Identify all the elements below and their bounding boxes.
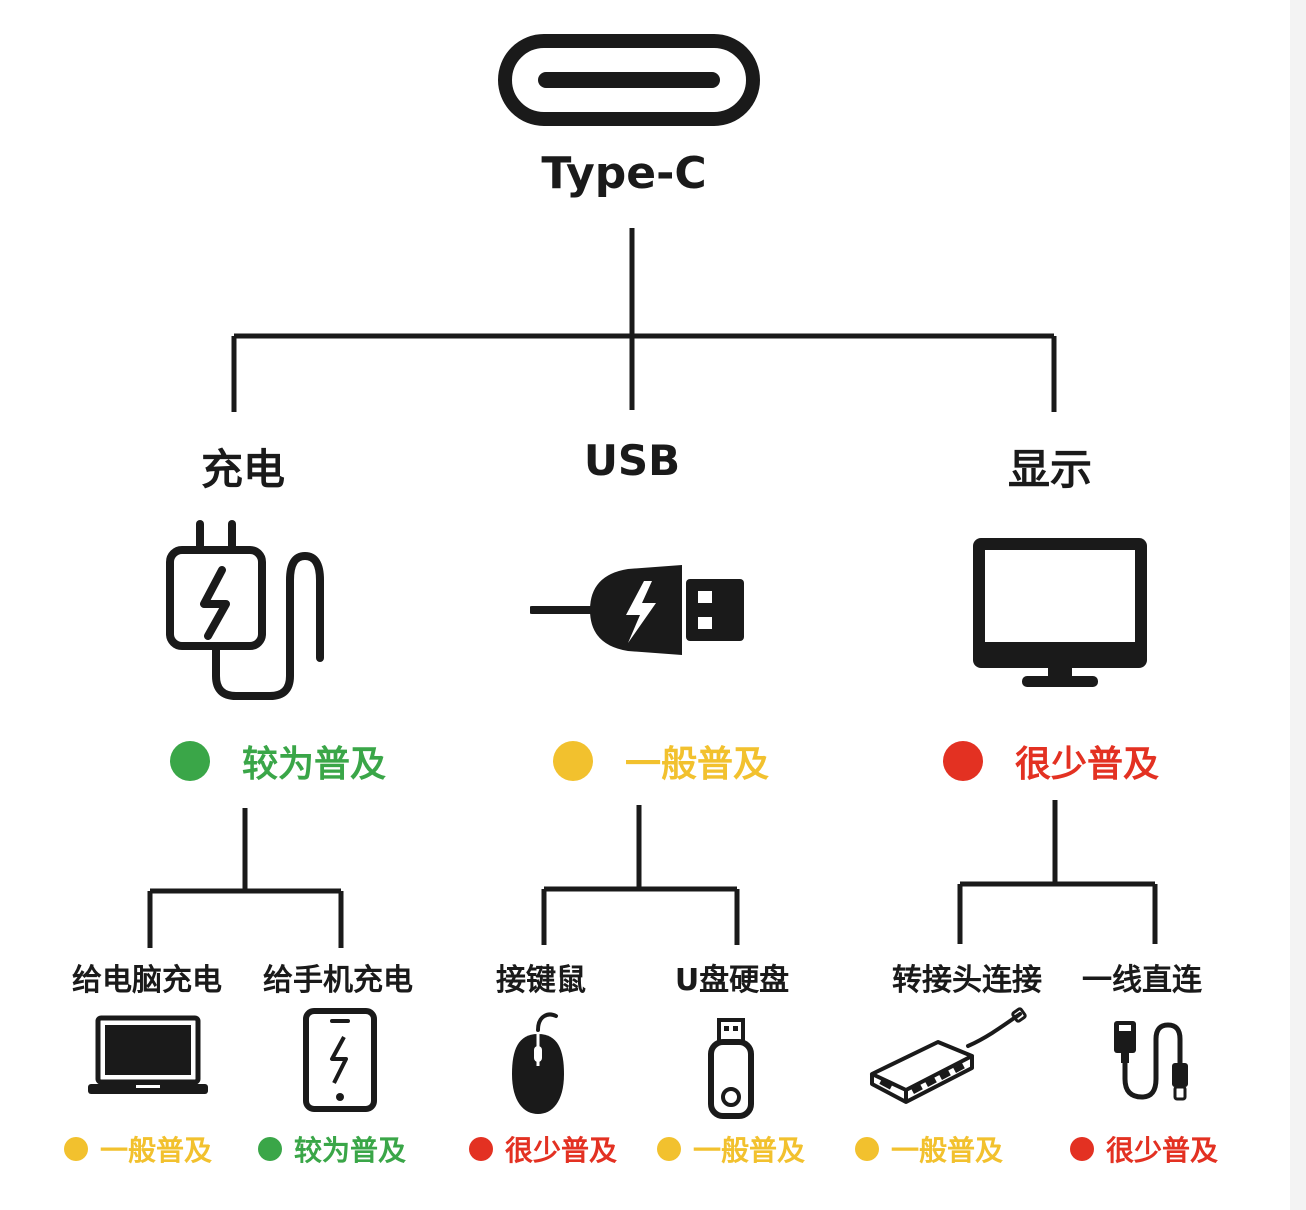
category-label-usb: USB (583, 436, 681, 485)
laptop-icon (88, 1015, 208, 1094)
status-dot-common (258, 1137, 282, 1161)
page-edge (1290, 0, 1306, 1210)
status-dot-normal (553, 741, 593, 781)
charging-connector (147, 808, 344, 948)
mouse-icon (512, 1012, 564, 1114)
root-label: Type-C (541, 148, 707, 199)
leaf-status-keyboard-mouse: 很少普及 (469, 1129, 617, 1169)
leaf-label-laptop-charging: 给电脑充电 (72, 963, 222, 998)
usb-plug-icon (530, 565, 744, 655)
category-status-display: 很少普及 (943, 735, 1159, 787)
status-text: 较为普及 (294, 1134, 407, 1167)
category-label-charging: 充电 (200, 445, 286, 494)
phone-charging-icon (303, 1008, 377, 1112)
leaf-label-phone-charging: 给手机充电 (263, 963, 413, 998)
status-dot-normal (855, 1137, 879, 1161)
status-text: 很少普及 (1015, 744, 1160, 785)
monitor-icon (973, 538, 1147, 687)
status-text: 一般普及 (100, 1134, 213, 1167)
category-status-charging: 较为普及 (170, 735, 386, 787)
usb-flash-drive-icon (708, 1018, 754, 1119)
usb-c-port-icon (498, 34, 760, 126)
leaf-status-laptop-charging: 一般普及 (64, 1129, 212, 1169)
category-label-display: 显示 (1007, 445, 1093, 494)
display-connector (957, 800, 1158, 944)
leaf-label-adapter: 转接头连接 (892, 963, 1042, 998)
leaf-label-direct-cable: 一线直连 (1082, 963, 1202, 998)
status-dot-rare (469, 1137, 493, 1161)
status-text: 一般普及 (891, 1134, 1004, 1167)
status-text: 一般普及 (625, 744, 770, 785)
usb-hub-adapter-icon (870, 1007, 1027, 1104)
status-dot-rare (1070, 1137, 1094, 1161)
status-dot-normal (657, 1137, 681, 1161)
status-dot-normal (64, 1137, 88, 1161)
leaf-label-usb-drive: U盘硬盘 (674, 963, 790, 998)
status-text: 很少普及 (505, 1134, 618, 1167)
charger-plug-icon (166, 520, 324, 700)
leaf-label-keyboard-mouse: 接键鼠 (496, 963, 586, 998)
usb-c-cable-icon (1114, 1021, 1188, 1101)
root-connector (231, 228, 1057, 412)
status-dot-rare (943, 741, 983, 781)
status-text: 很少普及 (1106, 1134, 1219, 1167)
status-text: 较为普及 (242, 744, 387, 785)
status-dot-common (170, 741, 210, 781)
leaf-status-direct-cable: 很少普及 (1070, 1129, 1218, 1169)
leaf-status-phone-charging: 较为普及 (258, 1129, 406, 1169)
status-text: 一般普及 (693, 1134, 806, 1167)
category-status-usb: 一般普及 (553, 735, 769, 787)
leaf-status-adapter: 一般普及 (855, 1129, 1003, 1169)
leaf-status-usb-drive: 一般普及 (657, 1129, 805, 1169)
usb-connector (541, 805, 740, 945)
